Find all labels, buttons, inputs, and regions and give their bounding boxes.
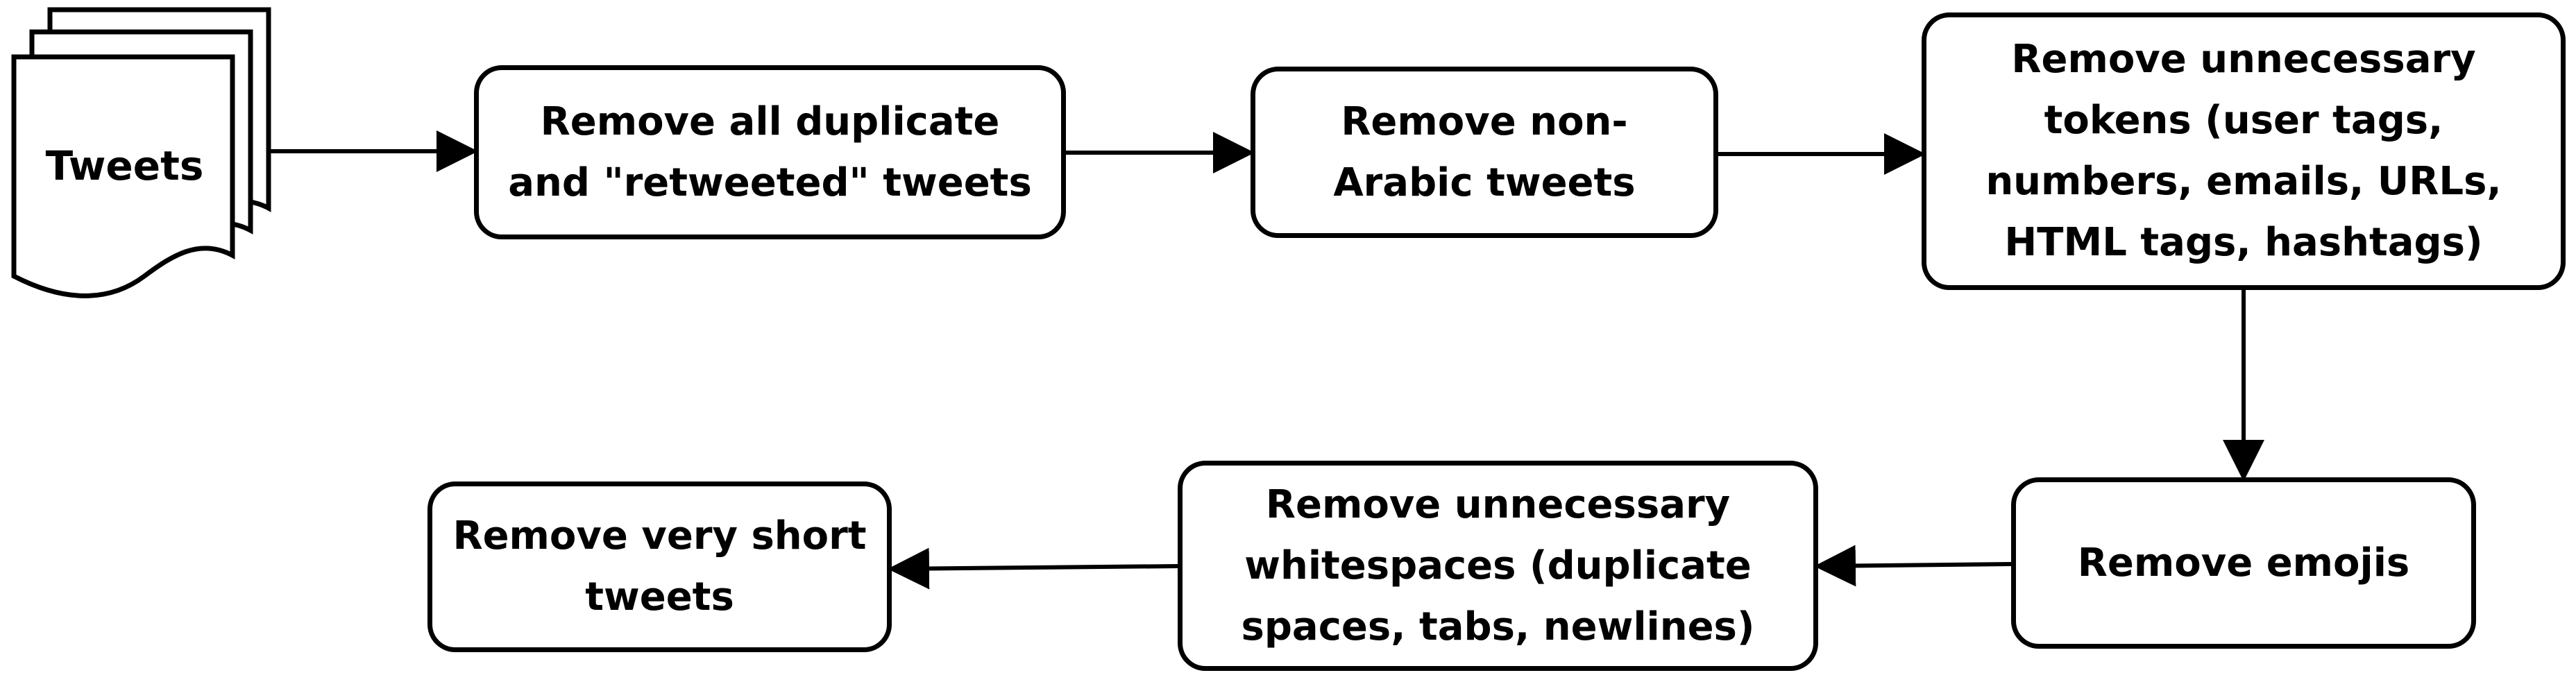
arrow-step5-to-step6: [888, 547, 1178, 590]
step-remove-whitespaces-label: Remove unnecessary whitespaces (duplicat…: [1241, 481, 1755, 649]
step-remove-non-arabic: Remove non- Arabic tweets: [1251, 67, 1718, 238]
step-remove-short-tweets-label: Remove very short tweets: [452, 513, 867, 620]
arrow-step4-to-step5: [1814, 545, 2012, 587]
tweets-source-label: Tweets: [45, 142, 204, 189]
step-remove-unnecessary-tokens-label: Remove unnecessary tokens (user tags, nu…: [1985, 37, 2502, 265]
step-remove-duplicates-label: Remove all duplicate and "retweeted" twe…: [508, 99, 1032, 205]
step-remove-unnecessary-tokens: Remove unnecessary tokens (user tags, nu…: [1922, 12, 2566, 290]
step-remove-duplicates: Remove all duplicate and "retweeted" twe…: [474, 65, 1066, 239]
tweets-document-icon: [11, 7, 271, 298]
step-remove-emojis: Remove emojis: [2011, 477, 2476, 649]
step-remove-short-tweets: Remove very short tweets: [427, 481, 892, 652]
step-remove-whitespaces: Remove unnecessary whitespaces (duplicat…: [1178, 461, 1818, 671]
connectors: [269, 130, 2264, 590]
step-remove-emojis-label: Remove emojis: [2077, 540, 2410, 586]
step-remove-non-arabic-label: Remove non- Arabic tweets: [1333, 99, 1636, 205]
document-page-front: [11, 54, 235, 298]
